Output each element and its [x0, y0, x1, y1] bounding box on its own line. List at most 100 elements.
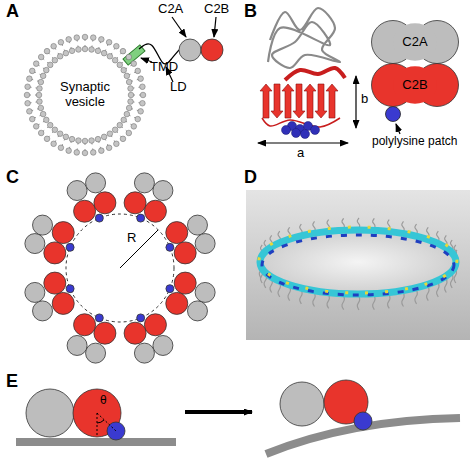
- beta-strand: [304, 84, 316, 118]
- lipid-head: [38, 105, 44, 111]
- lysine-sphere: [282, 126, 291, 135]
- lipid-head: [74, 150, 80, 156]
- lipid-head: [101, 50, 107, 56]
- c2a-sphere: [179, 39, 201, 61]
- angle-line: [97, 413, 116, 431]
- lipid-head: [90, 150, 96, 156]
- c2a-sphere: [86, 173, 106, 193]
- lipid-head: [37, 86, 43, 92]
- lipid-head: [58, 145, 64, 151]
- radius-line: [120, 230, 158, 268]
- panel-letter: E: [6, 372, 18, 392]
- leader-arrow: [214, 17, 216, 37]
- lipid-head: [95, 136, 101, 142]
- c2a-sphere: [26, 389, 74, 437]
- beta-strand: [271, 84, 283, 118]
- polylysine-patch: [137, 214, 145, 222]
- c2a-sphere: [153, 181, 173, 201]
- lipid-head: [117, 122, 123, 128]
- beta-strand: [315, 84, 327, 118]
- lipid-head: [121, 67, 127, 73]
- leader-arrow: [396, 124, 400, 134]
- lipid-head: [124, 111, 130, 117]
- c2b-sphere: [44, 242, 66, 264]
- dimension-arrow: [355, 76, 356, 128]
- residue-ring: [259, 227, 457, 293]
- lysine-sphere: [292, 129, 301, 138]
- lipid-head: [37, 99, 43, 105]
- lipid-head: [74, 35, 80, 41]
- lipid-head: [44, 136, 50, 142]
- polylysine-patch: [137, 314, 145, 322]
- panel-letter: D: [244, 168, 257, 188]
- c2a-domain: C2A: [371, 20, 459, 64]
- c2b-sphere: [174, 272, 196, 294]
- angle-arc: [97, 420, 104, 423]
- lipid-head: [66, 37, 72, 43]
- lipid-head: [131, 61, 137, 67]
- lipid-head: [126, 54, 132, 60]
- c2a-sphere: [187, 301, 207, 321]
- polylysine-patch: [166, 243, 174, 251]
- transition-arrow: [185, 410, 252, 414]
- lipid-head: [114, 141, 120, 147]
- lipid-head: [106, 39, 112, 45]
- panel-letter: A: [6, 2, 19, 22]
- c2a-sphere: [195, 282, 215, 302]
- part-label: polylysine patch: [372, 135, 457, 148]
- lipid-head: [90, 35, 96, 41]
- part-label: C2B: [204, 2, 229, 16]
- lipid-head: [126, 130, 132, 136]
- flat-membrane: [16, 438, 176, 446]
- polylysine-patch: [166, 285, 174, 293]
- lipid-head: [44, 48, 50, 54]
- part-label: TMD: [150, 60, 178, 74]
- c2b-sphere: [144, 200, 166, 222]
- lipid-head: [128, 92, 134, 98]
- lipid-head: [36, 92, 42, 98]
- lipid-head: [29, 116, 35, 122]
- lipid-head: [140, 100, 146, 106]
- dimension-arrow: [258, 142, 348, 143]
- lipid-head: [52, 127, 58, 133]
- lipid-head: [27, 109, 33, 115]
- beta-strand: [326, 84, 338, 118]
- polylysine-patch: [386, 107, 401, 122]
- polylysine-patch: [95, 314, 103, 322]
- lipid-head: [25, 84, 31, 90]
- lipid-head: [33, 61, 39, 67]
- c2b-sphere: [124, 322, 146, 344]
- lipid-head: [44, 67, 50, 73]
- lipid-head: [82, 34, 88, 40]
- c2b-sphere: [144, 314, 166, 336]
- leader-arrow: [172, 17, 186, 37]
- polylysine-ring: [262, 235, 454, 295]
- lipid-head: [24, 92, 30, 98]
- c2b-sphere: [201, 39, 223, 61]
- c2a-sphere: [33, 301, 53, 321]
- polylysine-patch: [66, 285, 74, 293]
- c2a-sphere: [67, 335, 87, 355]
- c2b-sphere: [94, 322, 116, 344]
- lipid-head: [47, 62, 53, 68]
- lipid-head: [38, 130, 44, 136]
- lipid-head: [128, 99, 134, 105]
- lysine-sphere: [301, 130, 310, 139]
- lipid-head: [51, 141, 57, 147]
- synaptic-vesicle: Synaptic vesicle: [23, 33, 147, 157]
- part-label: C2A: [158, 2, 183, 16]
- lipid-head: [82, 46, 88, 52]
- c2a-sphere: [86, 343, 106, 363]
- lipid-head: [138, 109, 144, 115]
- panel-letter: C: [6, 168, 19, 188]
- c2b-sphere: [94, 192, 116, 214]
- angle-label: θ: [100, 394, 107, 407]
- polylysine-patch: [95, 214, 103, 222]
- lipid-head: [112, 127, 118, 133]
- c2b-sphere: [74, 314, 96, 336]
- lysine-sphere: [311, 126, 320, 135]
- lipid-head: [95, 48, 101, 54]
- lipid-head: [82, 150, 88, 156]
- c2b-sphere: [52, 222, 74, 244]
- lipid-head: [124, 73, 130, 79]
